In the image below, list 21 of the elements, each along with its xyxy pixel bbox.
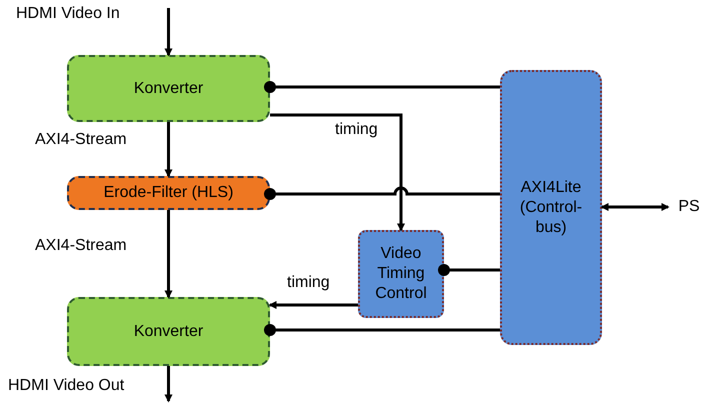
timing-controller-box: Video Timing Control <box>358 230 444 318</box>
arrow <box>600 203 670 211</box>
arrow <box>268 301 358 309</box>
ps-label: PS <box>672 195 706 219</box>
edge-label: timing <box>285 275 332 291</box>
io-label: HDMI Video In <box>16 6 120 22</box>
arrow <box>164 8 172 56</box>
edge-label: timing <box>333 122 380 138</box>
connector-line <box>264 324 500 336</box>
converter-box: Konverter <box>67 297 270 366</box>
connector-line <box>264 186 500 200</box>
connector-line <box>438 264 500 276</box>
arrow <box>164 210 172 298</box>
filter-box: Erode-Filter (HLS) <box>67 176 270 210</box>
arrow <box>164 122 172 178</box>
bus-box: AXI4Lite (Control-bus) <box>500 70 602 345</box>
arrow <box>164 366 172 402</box>
converter-box: Konverter <box>67 55 270 122</box>
connector-line <box>264 81 500 93</box>
arrow <box>270 114 405 232</box>
io-label: HDMI Video Out <box>8 378 124 394</box>
